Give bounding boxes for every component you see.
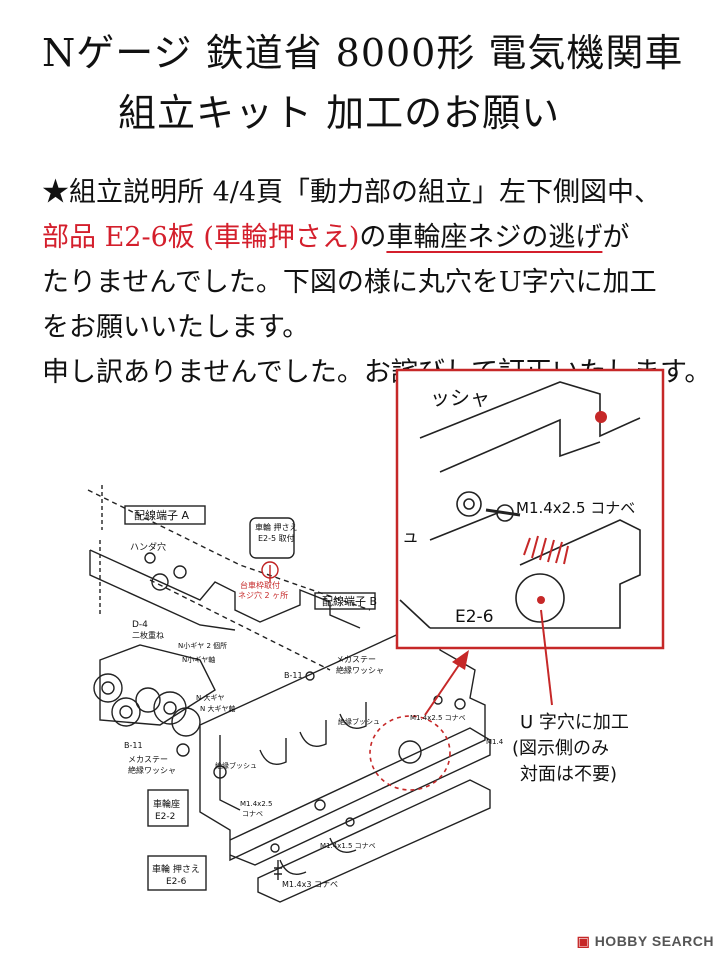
label-wheel-seat-sub: E2-2: [155, 812, 175, 822]
label-mecha-stay-left-a: メカステー: [128, 755, 168, 764]
label-wheel-press-bottom: 車輪 押さえ: [152, 863, 200, 875]
notice-text: ★組立説明所 4/4頁「動力部の組立」左下側図中、 部品 E2-6板 (車輪押さ…: [42, 170, 712, 395]
label-wheel-press-bottom-sub: E2-6: [166, 877, 187, 887]
label-wheel-press-top-sub: E2-5 取付: [258, 533, 295, 543]
label-n-large-gear-a: N 大ギヤ: [196, 693, 224, 702]
label-mecha-stay-left-b: 絶縁ワッシャ: [128, 765, 176, 775]
label-n-small-gear-b: N小ギヤ軸: [182, 655, 215, 664]
label-bogie-mount-1: 台車枠取付: [240, 580, 280, 590]
gear-assembly: [93, 673, 201, 737]
part-name-highlight: 部品 E2-6板 (車輪押さえ): [42, 222, 360, 253]
label-bogie-mount-2: ネジ穴 2 ヶ所: [238, 590, 288, 600]
notice-line-2-particle: の: [359, 222, 387, 253]
label-mecha-stay-b: 絶縁ワッシャ: [336, 665, 384, 675]
label-d4-sub: 二枚重ね: [132, 630, 164, 640]
label-wiring-b: 配線端子 B: [322, 594, 377, 608]
modify-area-circle: [369, 715, 451, 791]
notice-line-2-end: が: [602, 222, 630, 253]
zoom-label-part: E2-6: [455, 607, 494, 627]
callout-arrows: [424, 609, 553, 716]
page-title-line-1: Nゲージ 鉄道省 8000形 電気機関車: [42, 31, 684, 75]
instruction-line-2: (図示側のみ: [512, 738, 609, 759]
notice-line-3: たりませんでした。下図の様に丸穴をU字穴に加工: [42, 267, 657, 298]
label-m14x25-a: M1.4x2.5: [240, 800, 272, 808]
zoom-label-screw: M1.4x2.5 コナベ: [516, 499, 635, 517]
label-insul-bush-2: 絶縁ブッシュ: [215, 761, 257, 770]
label-m14x25-b: コナベ: [242, 810, 263, 818]
page-title-line-2: 組立キット 加工のお願い: [118, 91, 561, 135]
instruction-line-3: 対面は不要): [520, 764, 617, 785]
label-wiring-a: 配線端子 A: [134, 508, 189, 522]
assembly-diagram: 配線端子 A 配線端子 B ハンダ穴 車輪 押さえ E2-5 取付 台車枠取付 …: [87, 368, 665, 903]
watermark-logo: ▣ HOBBY SEARCH: [576, 933, 714, 949]
label-d4: D-4: [132, 620, 148, 630]
label-wheel-press-top: 車輪 押さえ: [255, 522, 298, 532]
label-m14-right: M1.4: [486, 738, 504, 746]
label-m14x3: M1.4x3 コナベ: [282, 880, 338, 889]
label-insul-bush: 絶縁ブッシュ: [338, 717, 380, 726]
label-m14x2-small: M1.4x2.5 コナベ: [410, 714, 466, 722]
label-solder-hole: ハンダ穴: [130, 541, 166, 553]
label-b11-left: B-11: [124, 741, 143, 750]
label-mecha-stay-a: メカステー: [336, 655, 376, 664]
notice-line-4: をお願いいたします。: [42, 312, 310, 343]
zoom-inset: ッシャ M1.4x2.5 コナベ E2-6 ュ: [395, 368, 665, 650]
label-n-small-gear-a: N小ギヤ 2 個所: [178, 641, 227, 650]
screw-clearance-underlined: 車輪座ネジの逃げ: [386, 222, 603, 253]
notice-line-1: ★組立説明所 4/4頁「動力部の組立」左下側図中、: [42, 177, 662, 208]
label-n-large-gear-b: N 大ギヤ軸: [200, 704, 235, 713]
instruction-note: U 字穴に加工 (図示側のみ 対面は不要): [512, 712, 629, 785]
label-m14x15: M1.4x1.5 コナベ: [320, 842, 376, 850]
notice-line-2: 部品 E2-6板 (車輪押さえ)の車輪座ネジの逃げが: [42, 215, 712, 260]
zoom-label-edge: ュ: [402, 527, 419, 547]
instruction-line-1: U 字穴に加工: [520, 712, 629, 733]
zoom-label-top: ッシャ: [430, 386, 490, 410]
label-wheel-seat: 車輪座: [153, 798, 180, 810]
label-b11-top: B-11: [284, 671, 303, 680]
